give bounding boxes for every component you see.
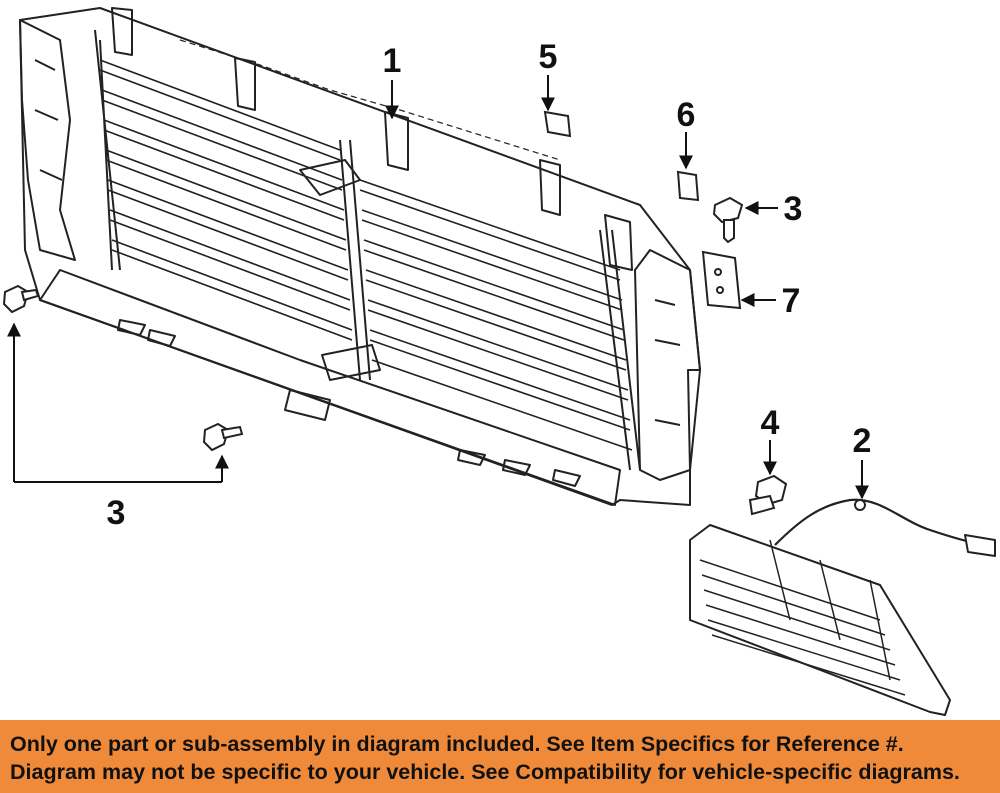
parts-diagram: 1 5 6 3 7 4 2 3 <box>2 7 996 716</box>
lower-shutter-assembly <box>689 498 996 716</box>
clip-icon <box>543 110 572 138</box>
callout-7: 7 <box>782 282 801 320</box>
callout-2: 2 <box>853 422 872 460</box>
callout-1: 1 <box>383 42 402 80</box>
callout-3-left: 3 <box>107 494 126 532</box>
callout-5: 5 <box>539 38 558 76</box>
bracket-icon <box>701 250 742 310</box>
bolt-icon <box>202 422 244 452</box>
disclaimer-banner: Only one part or sub-assembly in diagram… <box>0 720 1000 793</box>
callout-6: 6 <box>677 96 696 134</box>
callout-4: 4 <box>761 404 780 442</box>
clip-icon <box>676 170 700 202</box>
grille-shutter-assembly <box>19 7 701 506</box>
callout-3-right: 3 <box>784 190 803 228</box>
bolt-icon <box>2 284 40 314</box>
disclaimer-line-2: Diagram may not be specific to your vehi… <box>10 760 960 784</box>
bolt-icon <box>748 474 788 516</box>
disclaimer-line-1: Only one part or sub-assembly in diagram… <box>10 732 904 756</box>
leader-lines <box>6 75 869 500</box>
bolt-icon <box>712 196 744 244</box>
